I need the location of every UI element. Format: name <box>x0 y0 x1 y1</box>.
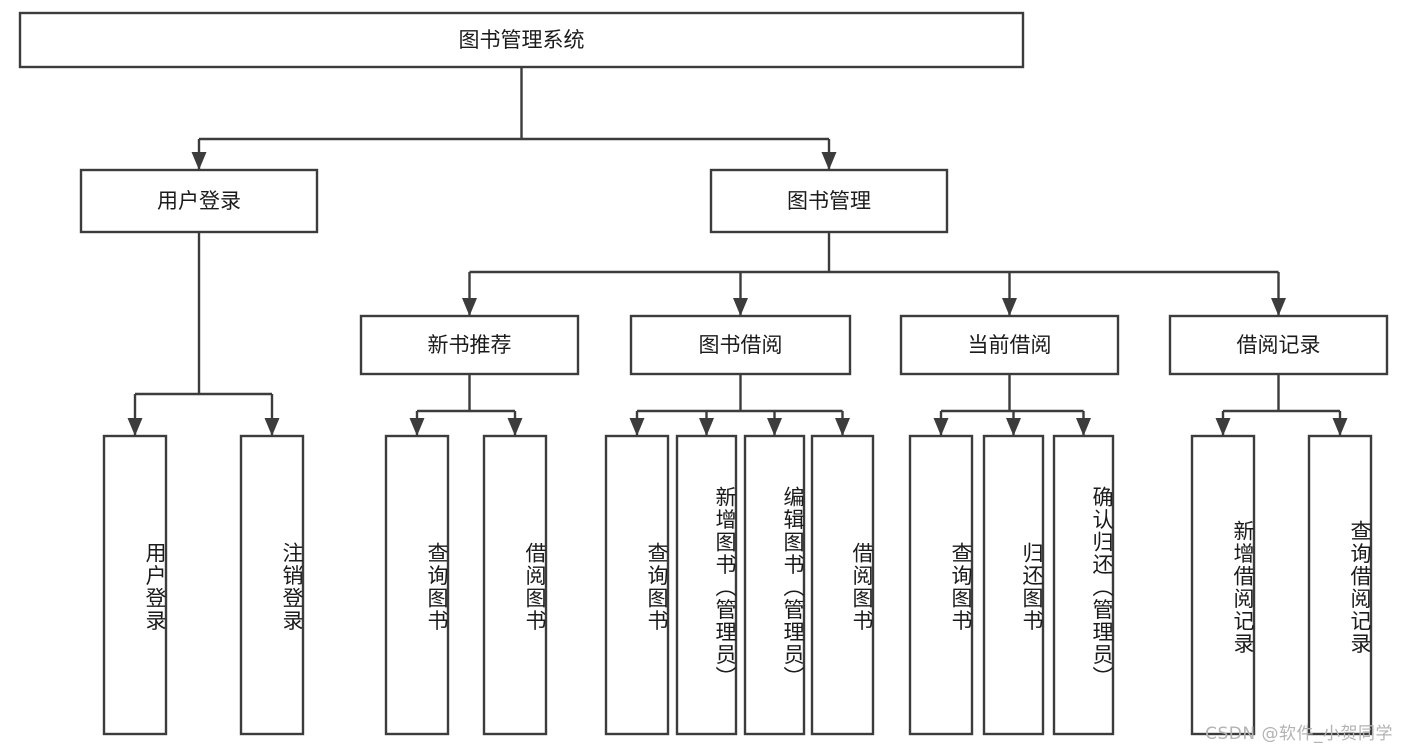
connector-layer <box>127 67 1348 436</box>
node-box-leaf-query-book-borrow <box>604 434 670 736</box>
node-box-leaf-logout <box>239 434 305 736</box>
arrow-head-icon-new-book-recommend-0 <box>409 418 425 436</box>
arrow-head-icon-user-login-0 <box>127 418 143 436</box>
node-box-leaf-query-borrow-record <box>1307 434 1373 736</box>
arrow-head-icon-book-manage-3 <box>1271 298 1286 316</box>
node-box-leaf-user-login <box>102 434 168 736</box>
node-box-borrow-record <box>1168 314 1389 376</box>
node-box-new-book-recommend <box>359 314 580 376</box>
node-label-borrow-record: 借阅记录 <box>1237 333 1321 357</box>
arrow-head-icon-book-borrow-0 <box>629 418 645 436</box>
node-box-leaf-borrow-book-recommend <box>482 434 548 736</box>
node-label-current-borrow: 当前借阅 <box>968 333 1052 357</box>
node-box-book-manage <box>709 168 949 234</box>
arrow-head-icon-current-borrow-2 <box>1076 418 1091 436</box>
node-box-leaf-confirm-return-admin <box>1052 434 1115 736</box>
node-box-book-borrow <box>629 314 852 376</box>
node-label-book-borrow: 图书借阅 <box>699 333 783 357</box>
node-box-layer <box>18 11 1389 736</box>
node-box-root <box>18 11 1025 69</box>
arrow-head-icon-book-manage-2 <box>1002 298 1017 316</box>
node-label-new-book-recommend: 新书推荐 <box>428 333 512 357</box>
arrow-head-icon-current-borrow-1 <box>1006 418 1021 436</box>
node-box-leaf-edit-book-admin <box>743 434 806 736</box>
arrow-head-icon-root-1 <box>821 152 837 170</box>
node-box-leaf-query-book-current <box>908 434 974 736</box>
node-box-leaf-return-book <box>982 434 1045 736</box>
arrow-head-icon-book-borrow-2 <box>767 418 782 436</box>
node-box-current-borrow <box>899 314 1120 376</box>
arrow-head-icon-book-borrow-1 <box>699 418 714 436</box>
arrow-head-icon-new-book-recommend-1 <box>507 418 523 436</box>
node-box-leaf-add-borrow-record <box>1190 434 1256 736</box>
csdn-watermark: CSDN @软件_小贺同学 <box>1205 724 1393 744</box>
node-box-leaf-add-book-admin <box>675 434 738 736</box>
arrow-head-icon-book-manage-0 <box>462 298 477 316</box>
node-label-root: 图书管理系统 <box>459 28 585 52</box>
arrow-head-icon-borrow-record-0 <box>1215 418 1231 436</box>
arrow-head-icon-root-0 <box>191 152 207 170</box>
arrow-head-icon-book-manage-1 <box>733 298 748 316</box>
node-label-user-login: 用户登录 <box>157 189 241 213</box>
arrow-head-icon-borrow-record-1 <box>1332 418 1348 436</box>
node-box-user-login <box>79 168 319 234</box>
node-box-leaf-borrow-book <box>810 434 875 736</box>
arrow-head-icon-book-borrow-3 <box>835 418 850 436</box>
node-label-book-manage: 图书管理 <box>787 189 871 213</box>
node-box-leaf-query-book-recommend <box>384 434 450 736</box>
arrow-head-icon-user-login-1 <box>264 418 280 436</box>
arrow-head-icon-current-borrow-0 <box>933 418 949 436</box>
